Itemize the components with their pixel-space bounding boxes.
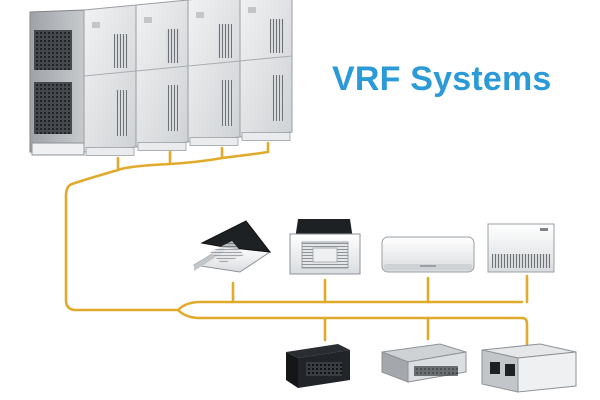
diagram-title: VRF Systems [332,60,552,98]
outdoor-module-2 [135,0,189,151]
one-way-cassette-unit [192,220,272,273]
four-way-cassette-unit [289,219,361,275]
high-static-duct-unit [481,343,577,393]
medium-static-duct-unit [381,343,467,383]
lower-branch-pipes [323,316,529,349]
ceiling-floor-unit [487,223,555,273]
main-riser-pipe [64,168,180,312]
upper-header-pipe [176,300,524,312]
outdoor-module-1 [83,4,137,156]
slim-duct-unit [286,344,350,388]
outdoor-collector-pipe [116,141,270,172]
lower-header-pipe [176,308,524,320]
outdoor-module-3 [187,0,241,146]
refrigerant-piping [64,141,529,349]
wall-mounted-unit [381,236,475,273]
outdoor-module-4 [239,0,293,141]
outdoor-side-grille-bottom [34,82,72,134]
outdoor-unit-bank [29,0,293,156]
upper-branch-pipes [231,274,529,304]
outdoor-side-grille-top [34,30,72,70]
